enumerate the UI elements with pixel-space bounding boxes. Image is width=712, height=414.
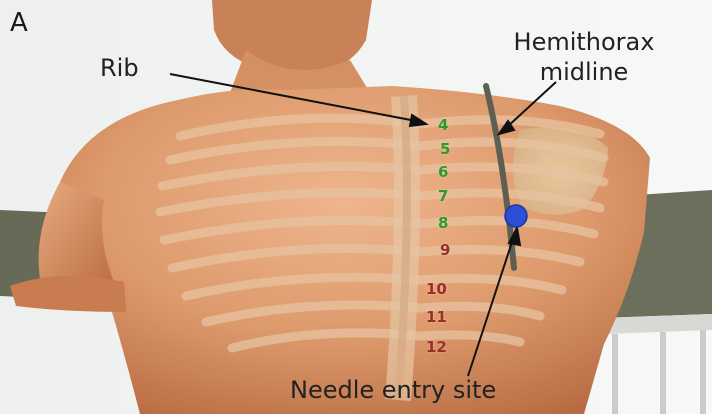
panel-letter: A	[10, 8, 28, 38]
rib-number-12: 12	[426, 340, 447, 355]
rib-number-11: 11	[426, 310, 447, 325]
rib-number-6: 6	[438, 165, 448, 180]
rib-number-9: 9	[440, 243, 450, 258]
rib-number-8: 8	[438, 216, 448, 231]
hemithorax-label-line1: Hemithorax	[494, 30, 674, 54]
left-forearm	[10, 276, 126, 312]
table-leg-1	[612, 334, 618, 414]
hemithorax-midline-label: Hemithorax midline	[494, 30, 674, 84]
rib-number-4: 4	[438, 118, 448, 133]
rib-label: Rib	[100, 56, 139, 80]
table-leg-2	[660, 332, 666, 414]
needle-entry-marker	[505, 205, 527, 227]
needle-entry-label: Needle entry site	[290, 378, 496, 402]
rib-number-10: 10	[426, 282, 447, 297]
table-leg-3	[700, 330, 706, 414]
rib-number-7: 7	[438, 189, 448, 204]
rib-number-5: 5	[440, 142, 450, 157]
hemithorax-label-line2: midline	[494, 60, 674, 84]
